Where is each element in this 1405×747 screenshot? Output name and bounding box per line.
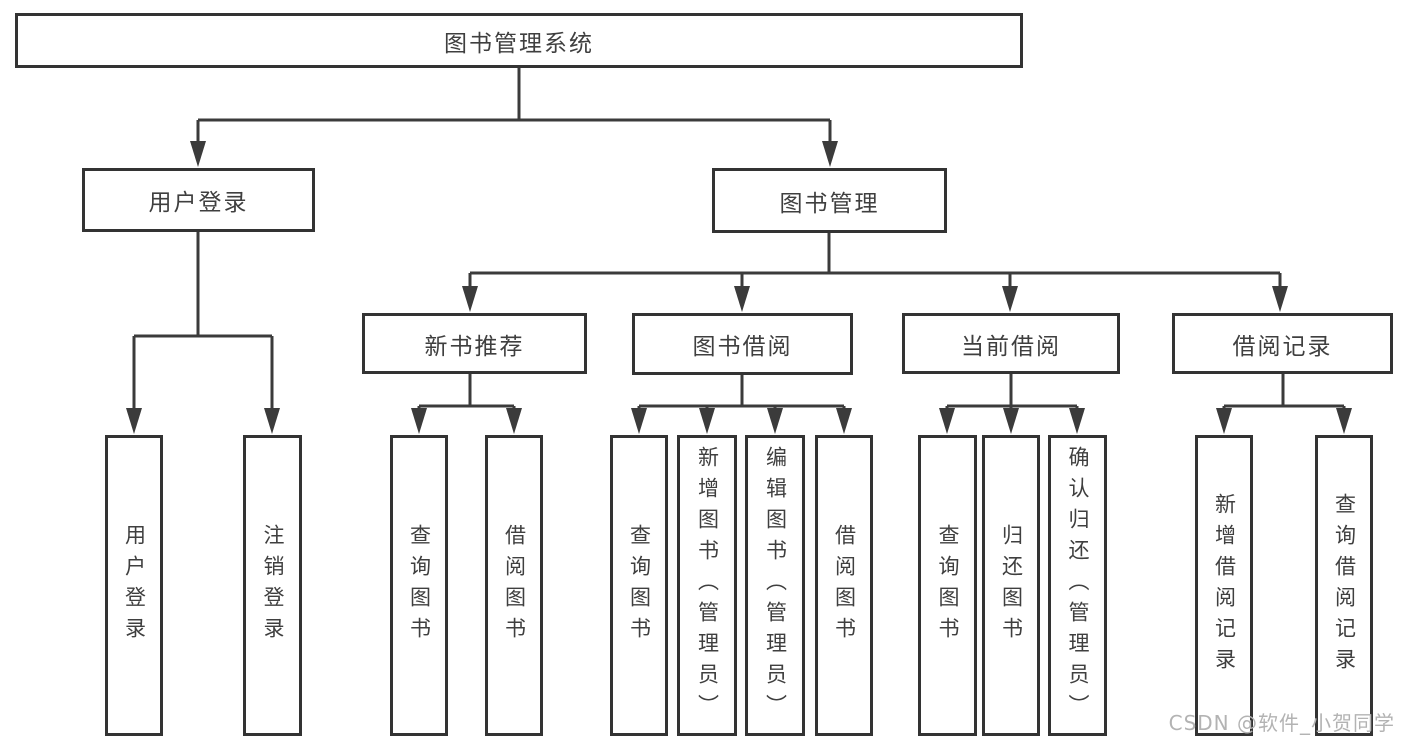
node-user-login: 用户登录 xyxy=(82,168,315,232)
leaf-edit-book-admin: 编辑图书（管理员） xyxy=(745,435,805,736)
csdn-watermark: CSDN @软件_小贺同学 xyxy=(1168,711,1395,735)
leaf-borrow-books-2: 借阅图书 xyxy=(815,435,873,736)
arrowhead xyxy=(836,408,852,434)
arrowhead xyxy=(411,408,427,434)
leaf-add-book-admin: 新增图书（管理员） xyxy=(677,435,737,736)
arrowhead xyxy=(1003,408,1019,434)
leaf-confirm-return-admin: 确认归还（管理员） xyxy=(1048,435,1107,736)
arrowhead xyxy=(1272,286,1288,312)
leaf-return-book: 归还图书 xyxy=(982,435,1040,736)
arrowhead xyxy=(699,408,715,434)
node-book-management: 图书管理 xyxy=(712,168,947,233)
arrowhead xyxy=(767,408,783,434)
arrowhead xyxy=(1216,408,1232,434)
leaf-borrow-books-1: 借阅图书 xyxy=(485,435,543,736)
arrowhead xyxy=(264,408,280,434)
arrowhead xyxy=(506,408,522,434)
arrowhead xyxy=(1002,286,1018,312)
arrowhead xyxy=(1069,408,1085,434)
arrowhead xyxy=(190,141,206,167)
leaf-query-books-2: 查询图书 xyxy=(610,435,668,736)
node-new-book-recommendation: 新书推荐 xyxy=(362,313,587,374)
arrowhead xyxy=(126,408,142,434)
arrowhead xyxy=(462,286,478,312)
leaf-query-borrow-record: 查询借阅记录 xyxy=(1315,435,1373,736)
node-library-management-system: 图书管理系统 xyxy=(15,13,1023,68)
node-current-borrowing: 当前借阅 xyxy=(902,313,1120,374)
leaf-query-books-3: 查询图书 xyxy=(918,435,977,736)
leaf-user-login: 用户登录 xyxy=(105,435,163,736)
arrowhead xyxy=(631,408,647,434)
leaf-logout: 注销登录 xyxy=(243,435,302,736)
arrowhead xyxy=(734,286,750,312)
node-borrowing-records: 借阅记录 xyxy=(1172,313,1393,374)
arrowhead xyxy=(939,408,955,434)
leaf-add-borrow-record: 新增借阅记录 xyxy=(1195,435,1253,736)
arrowhead xyxy=(822,141,838,167)
leaf-query-books-1: 查询图书 xyxy=(390,435,448,736)
node-book-borrowing: 图书借阅 xyxy=(632,313,853,375)
arrowhead xyxy=(1336,408,1352,434)
